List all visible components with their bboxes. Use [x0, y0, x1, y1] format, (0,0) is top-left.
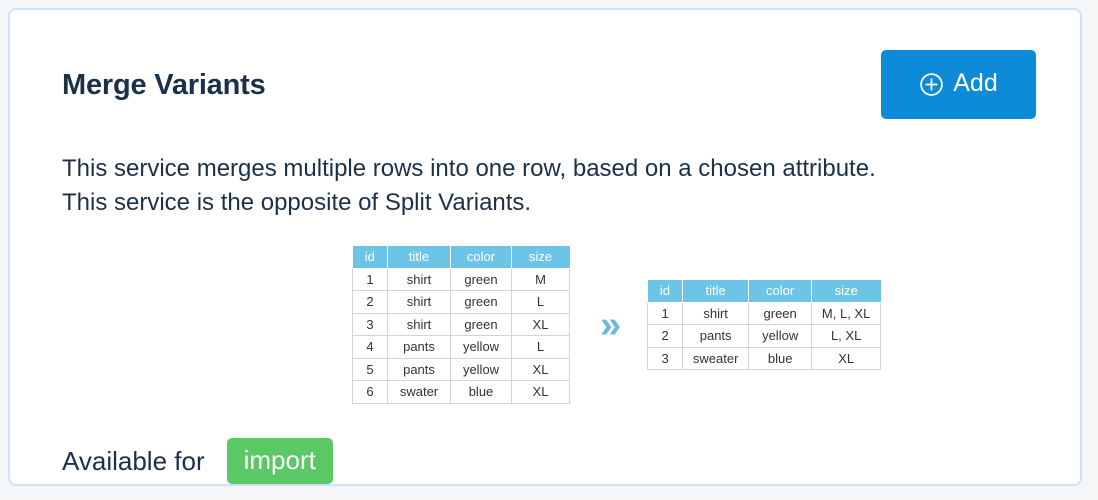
available-for-label: Available for — [62, 445, 205, 476]
cell-color: green — [450, 267, 512, 292]
cell-title: shirt — [387, 312, 451, 337]
cell-id: 2 — [352, 290, 388, 314]
add-button[interactable]: Add — [881, 50, 1036, 119]
cell-size: M — [511, 267, 570, 292]
cell-title: shirt — [387, 267, 451, 292]
plus-circle-icon — [919, 72, 944, 97]
table-row: 1 shirt green M, L, XL — [647, 301, 882, 326]
status-badge-import[interactable]: import — [226, 438, 333, 485]
cell-color: blue — [450, 380, 512, 405]
cell-title: shirt — [387, 290, 451, 314]
cell-id: 4 — [352, 335, 388, 359]
description-line-1: This service merges multiple rows into o… — [62, 155, 876, 182]
cell-size: XL — [511, 312, 570, 337]
table-header-row: id title color size — [647, 279, 882, 303]
service-card: Merge Variants Add This service merges m… — [8, 8, 1082, 486]
table-row: 6 swater blue XL — [352, 380, 570, 405]
cell-color: yellow — [748, 324, 813, 348]
cell-title: pants — [682, 324, 750, 348]
double-chevron-right-icon: » — [600, 304, 621, 347]
cell-title: sweater — [682, 346, 750, 371]
description-line-2: This service is the opposite of Split Va… — [62, 189, 532, 217]
cell-id: 6 — [352, 380, 388, 405]
cell-id: 3 — [647, 346, 684, 371]
add-button-label: Add — [953, 69, 998, 97]
output-table: id title color size 1 shirt green M, L, … — [647, 279, 882, 371]
card-content: Merge Variants Add This service merges m… — [62, 50, 1048, 485]
cell-id: 5 — [352, 357, 388, 382]
merge-diagram: id title color size 1 shirt green M 2 — [62, 246, 1048, 405]
cell-size: XL — [511, 357, 570, 382]
column-header-title: title — [682, 279, 750, 303]
table-row: 5 pants yellow XL — [352, 357, 570, 382]
column-header-title: title — [387, 246, 451, 269]
column-header-color: color — [450, 246, 512, 269]
table-row: 2 pants yellow L, XL — [647, 324, 882, 348]
cell-title: swater — [387, 380, 451, 405]
cell-color: green — [450, 312, 512, 337]
table-row: 4 pants yellow L — [352, 335, 570, 359]
input-table: id title color size 1 shirt green M 2 — [352, 246, 570, 405]
cell-id: 1 — [647, 301, 684, 326]
column-header-id: id — [647, 279, 684, 303]
cell-color: blue — [748, 346, 813, 371]
table-row: 1 shirt green M — [352, 267, 570, 292]
cell-color: green — [748, 301, 813, 326]
cell-id: 1 — [352, 267, 388, 292]
table-header-row: id title color size — [352, 246, 570, 269]
cell-id: 2 — [647, 324, 684, 348]
cell-size: M, L, XL — [811, 301, 882, 326]
cell-title: shirt — [682, 301, 750, 326]
cell-color: yellow — [450, 335, 512, 359]
card-header: Merge Variants Add — [62, 50, 1048, 119]
service-description: This service merges multiple rows into o… — [62, 152, 1042, 220]
column-header-size: size — [811, 279, 882, 303]
table-row: 3 sweater blue XL — [647, 346, 882, 371]
table-row: 2 shirt green L — [352, 290, 570, 314]
cell-color: yellow — [450, 357, 512, 382]
cell-title: pants — [387, 335, 451, 359]
cell-color: green — [450, 290, 512, 314]
column-header-color: color — [748, 279, 813, 303]
cell-title: pants — [387, 357, 451, 382]
page-title: Merge Variants — [62, 69, 266, 101]
availability-row: Available for import — [62, 438, 1048, 485]
cell-size: XL — [811, 346, 882, 371]
column-header-size: size — [511, 246, 570, 269]
cell-size: L — [511, 335, 570, 359]
cell-id: 3 — [352, 312, 388, 337]
cell-size: L — [511, 290, 570, 314]
table-row: 3 shirt green XL — [352, 312, 570, 337]
cell-size: XL — [511, 380, 570, 405]
column-header-id: id — [352, 246, 388, 269]
cell-size: L, XL — [811, 324, 882, 348]
